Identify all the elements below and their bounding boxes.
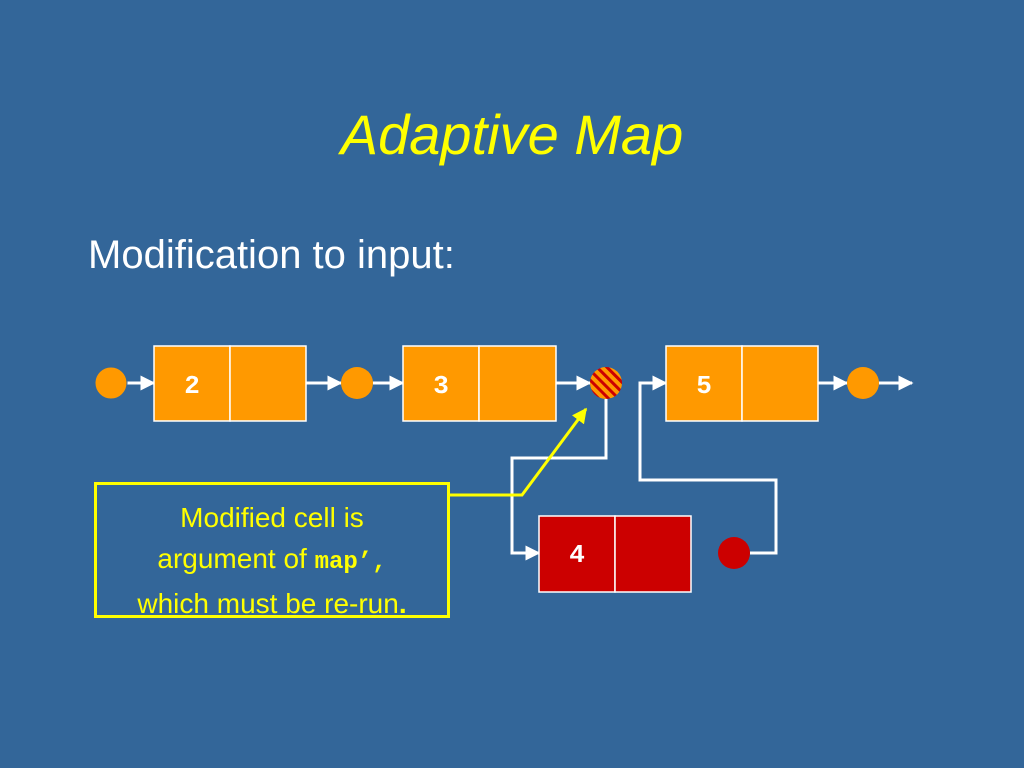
modified-node xyxy=(590,367,622,399)
callout-line-3-text: which must be re-run xyxy=(137,588,399,619)
cell-4-label: 4 xyxy=(569,540,585,570)
cell-5: 5 xyxy=(665,345,819,422)
cell-3-label: 3 xyxy=(433,371,449,401)
list-node xyxy=(341,367,373,399)
cell-4: 4 xyxy=(538,515,692,593)
cell-2: 2 xyxy=(153,345,307,422)
callout-line-1: Modified cell is xyxy=(180,502,364,533)
callout-line-3: which must be re-run. xyxy=(97,583,447,624)
callout-pointer xyxy=(450,407,588,497)
cell-3: 3 xyxy=(402,345,557,422)
callout-box: Modified cell is argument of map’, which… xyxy=(94,482,450,619)
link-cell-4-node-to-cell-5 xyxy=(638,375,778,555)
callout-line-2-text: argument of xyxy=(157,543,315,574)
cell-4-next-node xyxy=(718,537,750,569)
cell-2-label: 2 xyxy=(184,371,200,401)
slide-subtitle: Modification to input: xyxy=(88,233,455,277)
slide-title: Adaptive Map xyxy=(340,103,684,166)
callout-code-map: map’, xyxy=(314,549,387,576)
cell-5-label: 5 xyxy=(696,371,712,401)
link-modified-node-to-cell-4 xyxy=(510,399,608,561)
end-node xyxy=(847,367,879,399)
callout-line-3-punct: . xyxy=(398,588,407,619)
start-node xyxy=(94,366,128,400)
callout-line-2: argument of map’, xyxy=(97,538,447,583)
